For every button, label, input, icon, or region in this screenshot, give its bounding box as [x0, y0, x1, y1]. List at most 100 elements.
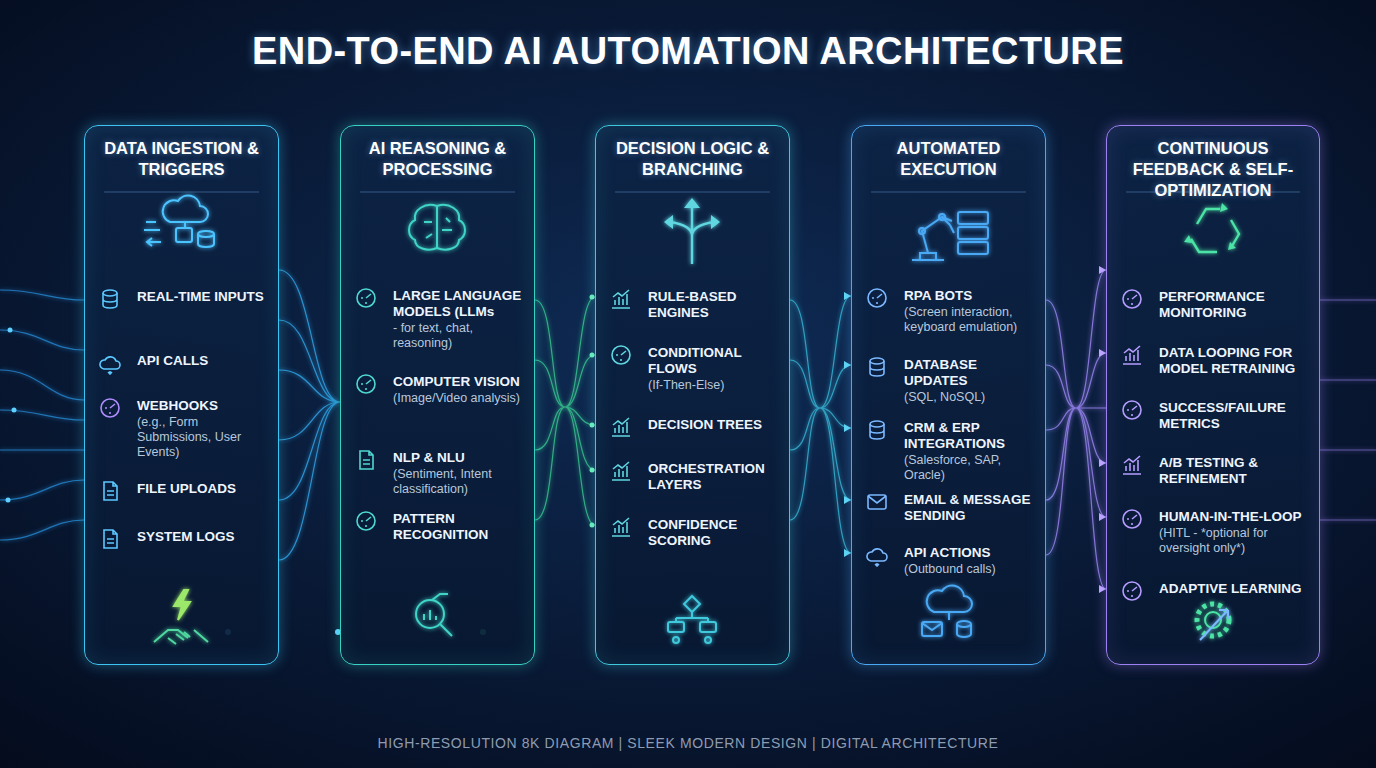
recycle-icon: [1184, 203, 1239, 252]
feature-item: CRM & ERP INTEGRATIONS(Salesforce, SAP, …: [904, 420, 1041, 483]
item-icon: [360, 451, 373, 469]
item-label: SUCCESS/FAILURE METRICS: [1159, 400, 1315, 432]
item-icon: [357, 375, 375, 393]
item-icon: [868, 289, 886, 307]
item-label: DECISION TREES: [648, 417, 785, 433]
feature-item: SUCCESS/FAILURE METRICS: [1159, 400, 1315, 432]
flow-connector: [790, 407, 851, 410]
item-icon: [1123, 401, 1141, 419]
database-symbol: [198, 231, 214, 237]
server-symbol: [958, 227, 988, 239]
item-icon: [867, 549, 887, 566]
item-detail: - for text, chat, reasoning): [393, 321, 530, 351]
branch-dot: [590, 468, 595, 473]
lightning-symbol: [174, 590, 190, 620]
cloud-symbol: [163, 195, 208, 222]
item-label: DATABASE UPDATES: [904, 357, 1041, 389]
stage-column: AUTOMATED EXECUTIONRPA BOTS(Screen inter…: [851, 125, 1046, 665]
arrowheads: [664, 198, 720, 229]
item-icon: [357, 289, 375, 307]
item-icon: [101, 399, 119, 417]
stage-column: DATA INGESTION & TRIGGERSREAL-TIME INPUT…: [84, 125, 279, 665]
input-dot: [6, 498, 11, 503]
branch-dot: [590, 523, 595, 528]
item-label: A/B TESTING & REFINEMENT: [1159, 455, 1315, 487]
input-arrows: [144, 222, 185, 246]
item-detail: (Image/Video analysis): [393, 391, 530, 406]
item-label: API CALLS: [137, 353, 274, 369]
branching-icon: [664, 198, 720, 264]
gear-symbol: [1205, 612, 1221, 628]
item-icon: [100, 357, 120, 374]
item-label: CRM & ERP INTEGRATIONS: [904, 420, 1041, 452]
flow-connector: [279, 401, 340, 404]
handshake-icon: [154, 590, 208, 644]
flowchart-symbol: [668, 622, 684, 632]
branch-arrowheads: [1099, 266, 1106, 593]
item-detail: (e.g., Form Submissions, User Events): [137, 415, 274, 460]
item-icon: [612, 462, 630, 480]
item-icon: [104, 482, 117, 500]
input-dot: [12, 408, 17, 413]
envelope-symbol: [922, 622, 942, 636]
item-detail: (Outbound calls): [904, 562, 1041, 577]
feature-item: SYSTEM LOGS: [137, 529, 274, 545]
flowchart-icon: [668, 596, 716, 643]
feature-item: DECISION TREES: [648, 417, 785, 433]
item-icon: [612, 518, 630, 536]
feature-item: ORCHESTRATION LAYERS: [648, 461, 785, 493]
feature-item: NLP & NLU(Sentiment, Intent classificati…: [393, 450, 530, 497]
database-symbol: [198, 234, 214, 247]
robot-arm-icon: [912, 212, 988, 260]
feature-item: COMPUTER VISION(Image/Video analysis): [393, 374, 530, 406]
flow-connector: [535, 406, 595, 409]
analysis-icon: [416, 594, 452, 636]
feature-item: REAL-TIME INPUTS: [137, 289, 274, 305]
branch-arrows: [670, 206, 714, 264]
flow-fan-lines: [1046, 270, 1106, 589]
feature-item: RPA BOTS(Screen interaction, keyboard em…: [904, 288, 1041, 335]
database-symbol: [957, 624, 971, 637]
brain-icon: [409, 205, 465, 250]
item-detail: (If-Then-Else): [648, 378, 785, 393]
diagram-caption: HIGH-RESOLUTION 8K DIAGRAM | SLEEK MODER…: [0, 734, 1376, 752]
brain-symbol: [409, 205, 465, 250]
item-label: PERFORMANCE MONITORING: [1159, 289, 1315, 321]
feature-item: RULE-BASED ENGINES: [648, 289, 785, 321]
item-label: WEBHOOKS: [137, 398, 274, 414]
handshake-symbol: [154, 630, 208, 644]
feature-item: FILE UPLOADS: [137, 481, 274, 497]
feature-item: API ACTIONS(Outbound calls): [904, 545, 1041, 577]
stage-column: AI REASONING & PROCESSINGLARGE LANGUAGE …: [340, 125, 535, 665]
item-detail: (SQL, NoSQL): [904, 390, 1041, 405]
database-symbol: [957, 621, 971, 627]
item-icon: [1123, 510, 1141, 528]
flowchart-symbol: [673, 637, 679, 643]
envelope-symbol: [922, 612, 949, 630]
item-icon: [612, 346, 630, 364]
feature-item: EMAIL & MESSAGE SENDING: [904, 492, 1041, 524]
feature-item: CONFIDENCE SCORING: [648, 517, 785, 549]
branch-dot: [590, 353, 595, 358]
joint-symbol: [919, 228, 925, 234]
flowchart-symbol: [676, 596, 708, 622]
connector-group: [279, 402, 1106, 408]
input-stream-lines: [0, 290, 84, 540]
item-icon: [104, 530, 117, 548]
item-label: HUMAN-IN-THE-LOOP: [1159, 509, 1315, 525]
feature-item: A/B TESTING & REFINEMENT: [1159, 455, 1315, 487]
item-label: ADAPTIVE LEARNING: [1159, 581, 1315, 597]
gear-icon: [1197, 604, 1229, 640]
ingestion-icon: [144, 195, 214, 247]
item-icon: [1123, 346, 1141, 364]
flow-fan-lines: [535, 297, 595, 525]
magnifier-symbol: [416, 600, 444, 628]
item-label: LARGE LANGUAGE MODELS (LLMs: [393, 288, 530, 320]
recycle-symbol: [1191, 209, 1239, 252]
feature-item: HUMAN-IN-THE-LOOP(HITL - *optional for o…: [1159, 509, 1315, 556]
item-icon: [103, 290, 117, 308]
feature-item: DATA LOOPING FOR MODEL RETRAINING: [1159, 345, 1315, 377]
